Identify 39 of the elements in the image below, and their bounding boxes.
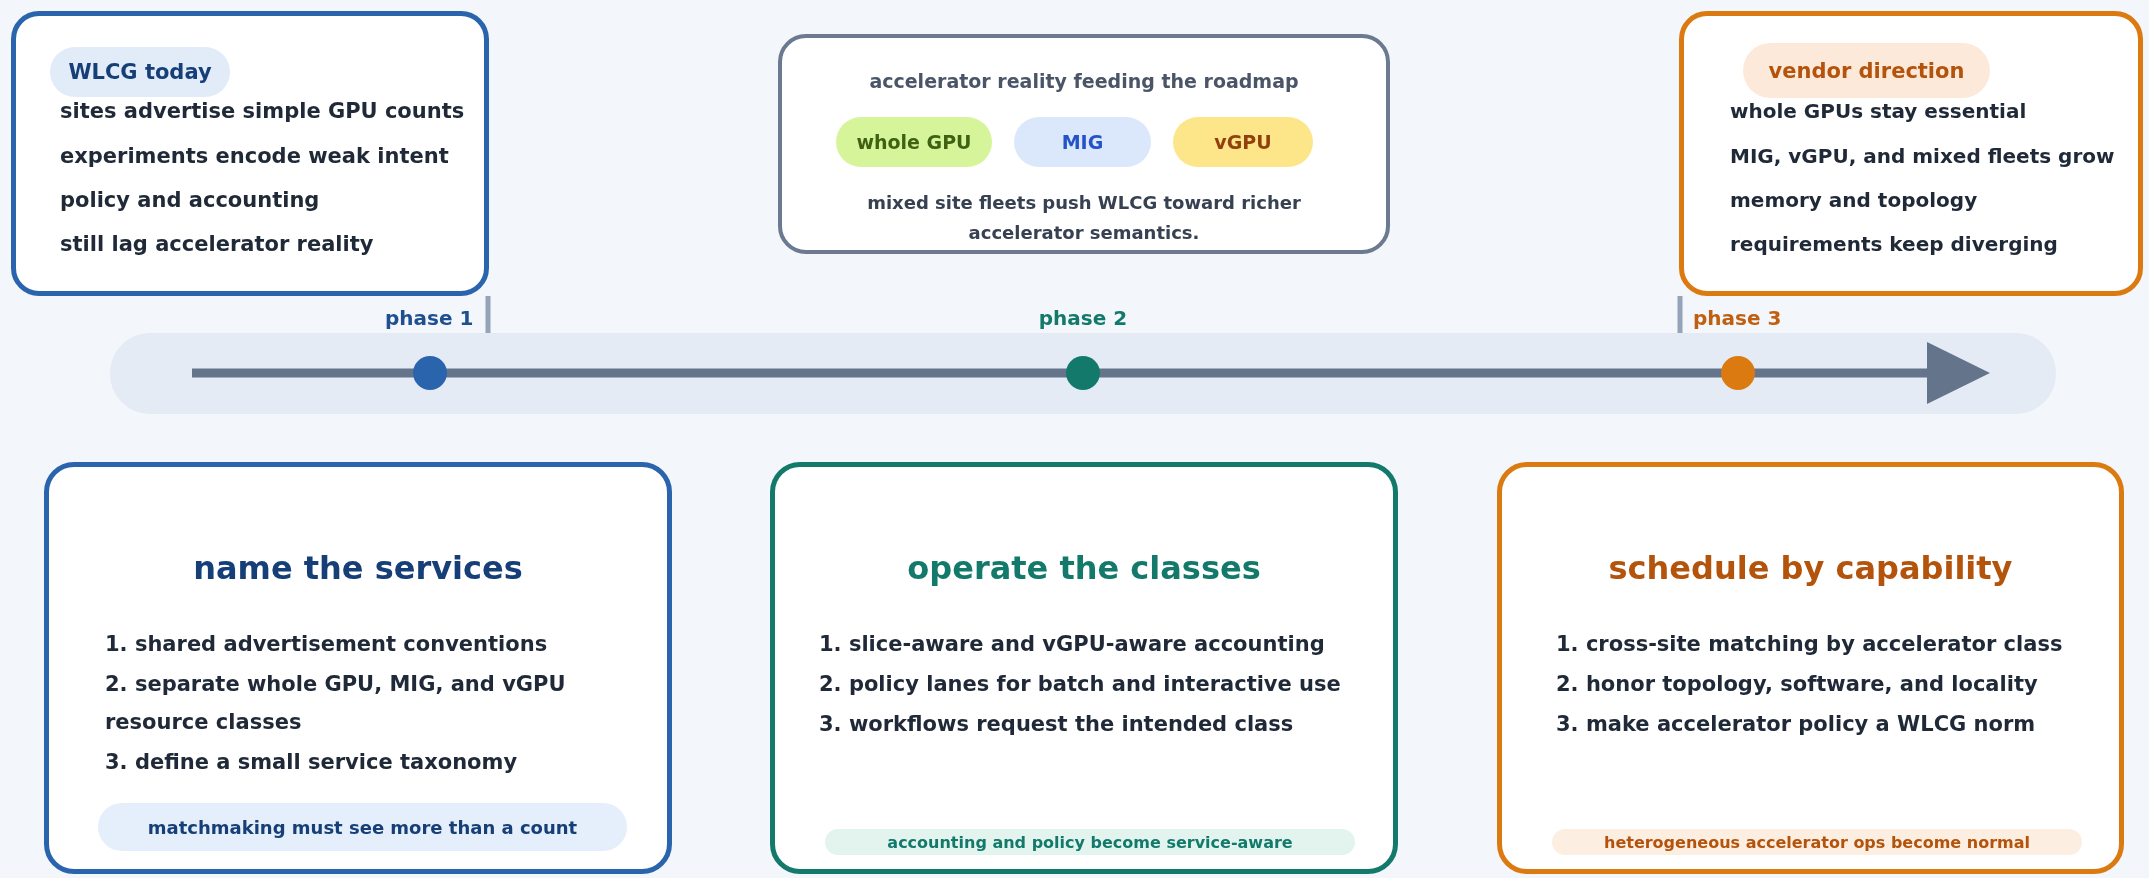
list-item: 1. slice-aware and vGPU-aware accounting — [819, 631, 1326, 658]
card-title: operate the classes — [906, 549, 1262, 587]
note-line: memory and topology — [1730, 188, 1978, 212]
note-line: policy and accounting — [60, 188, 320, 212]
note-card — [11, 11, 489, 296]
tag-pill: heterogeneous accelerator ops become normal — [1552, 829, 2082, 855]
list-item: 2. separate whole GPU, MIG, and vGPU resource classes — [105, 671, 567, 736]
list-item: 1. cross-site matching by accelerator class — [1556, 631, 2064, 658]
list-item: 1. shared advertisement conventions — [105, 631, 549, 658]
phase-card — [1497, 462, 2124, 874]
tag-pill: MIG — [1014, 117, 1151, 167]
note-card — [1679, 11, 2143, 296]
note-line: MIG, vGPU, and mixed fleets grow — [1730, 144, 2115, 168]
phase-label: phase 3 — [1693, 306, 1783, 330]
phase-label: phase 1 — [385, 306, 473, 330]
card-text: mixed site fleets push WLCG toward richer accelerator semantics. — [866, 191, 1302, 245]
note-line: requirements keep diverging — [1730, 232, 2058, 256]
note-line: still lag accelerator reality — [60, 232, 374, 256]
list-item: 3. workflows request the intended class — [819, 711, 1295, 738]
list-item: 2. policy lanes for batch and interactive use — [819, 671, 1342, 698]
phase-label: phase 2 — [1037, 306, 1129, 330]
tag-pill: matchmaking must see more than a count — [98, 803, 627, 851]
phase-card — [44, 462, 672, 874]
tag-pill: vendor direction — [1743, 43, 1990, 98]
tag-pill: accounting and policy become service-aware — [825, 829, 1355, 855]
card-title: schedule by capability — [1607, 549, 2014, 587]
list-item: 3. make accelerator policy a WLCG norm — [1556, 711, 2037, 738]
list-item: 2. honor topology, software, and locality — [1556, 671, 2039, 698]
card-title: name the services — [192, 549, 524, 587]
note-card — [778, 34, 1390, 254]
tag-pill: vGPU — [1173, 117, 1313, 167]
list-item: 3. define a small service taxonomy — [105, 749, 519, 776]
note-line: experiments encode weak intent — [60, 144, 449, 168]
tag-pill: WLCG today — [50, 47, 230, 97]
card-heading: accelerator reality feeding the roadmap — [868, 69, 1300, 94]
note-line: whole GPUs stay essential — [1730, 99, 2027, 123]
phase-card — [770, 462, 1398, 874]
tag-pill: whole GPU — [836, 117, 992, 167]
note-line: sites advertise simple GPU counts — [60, 99, 465, 123]
